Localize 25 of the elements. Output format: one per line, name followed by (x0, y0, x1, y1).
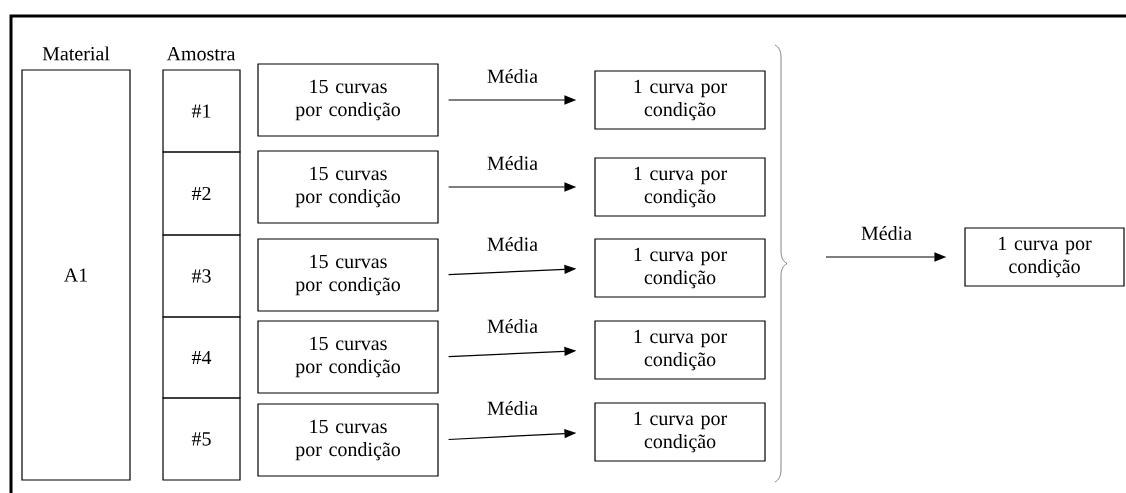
process-box: 15 curvas por condição (257, 320, 439, 394)
edge-label: Média (485, 235, 540, 253)
process-box: 1 curva por condição (594, 402, 766, 462)
process-box: #5 (162, 397, 241, 481)
edge-label: Média (485, 67, 540, 85)
process-box: 15 curvas por condição (257, 238, 439, 312)
process-box: #1 (162, 69, 241, 153)
column-heading: Material (42, 46, 110, 61)
process-box: 1 curva por condição (594, 238, 766, 298)
process-box: 1 curva por condição (594, 157, 766, 217)
process-box: 15 curvas por condição (257, 150, 439, 224)
process-box: A1 (21, 69, 131, 481)
process-box: #4 (162, 316, 241, 399)
process-box: 15 curvas por condição (257, 63, 439, 137)
process-box: #3 (162, 234, 241, 318)
edge-label: Média (485, 399, 540, 417)
column-heading: Amostra (166, 47, 236, 61)
edge-label: Média (859, 224, 914, 242)
process-box: 1 curva por condição (594, 70, 766, 130)
process-box: 15 curvas por condição (257, 403, 439, 477)
edge-label: Média (485, 317, 540, 335)
process-box: 1 curva por condição (594, 320, 766, 380)
process-box: #2 (162, 151, 241, 236)
process-box: 1 curva por condição (964, 227, 1125, 287)
edge-label: Média (485, 154, 540, 172)
